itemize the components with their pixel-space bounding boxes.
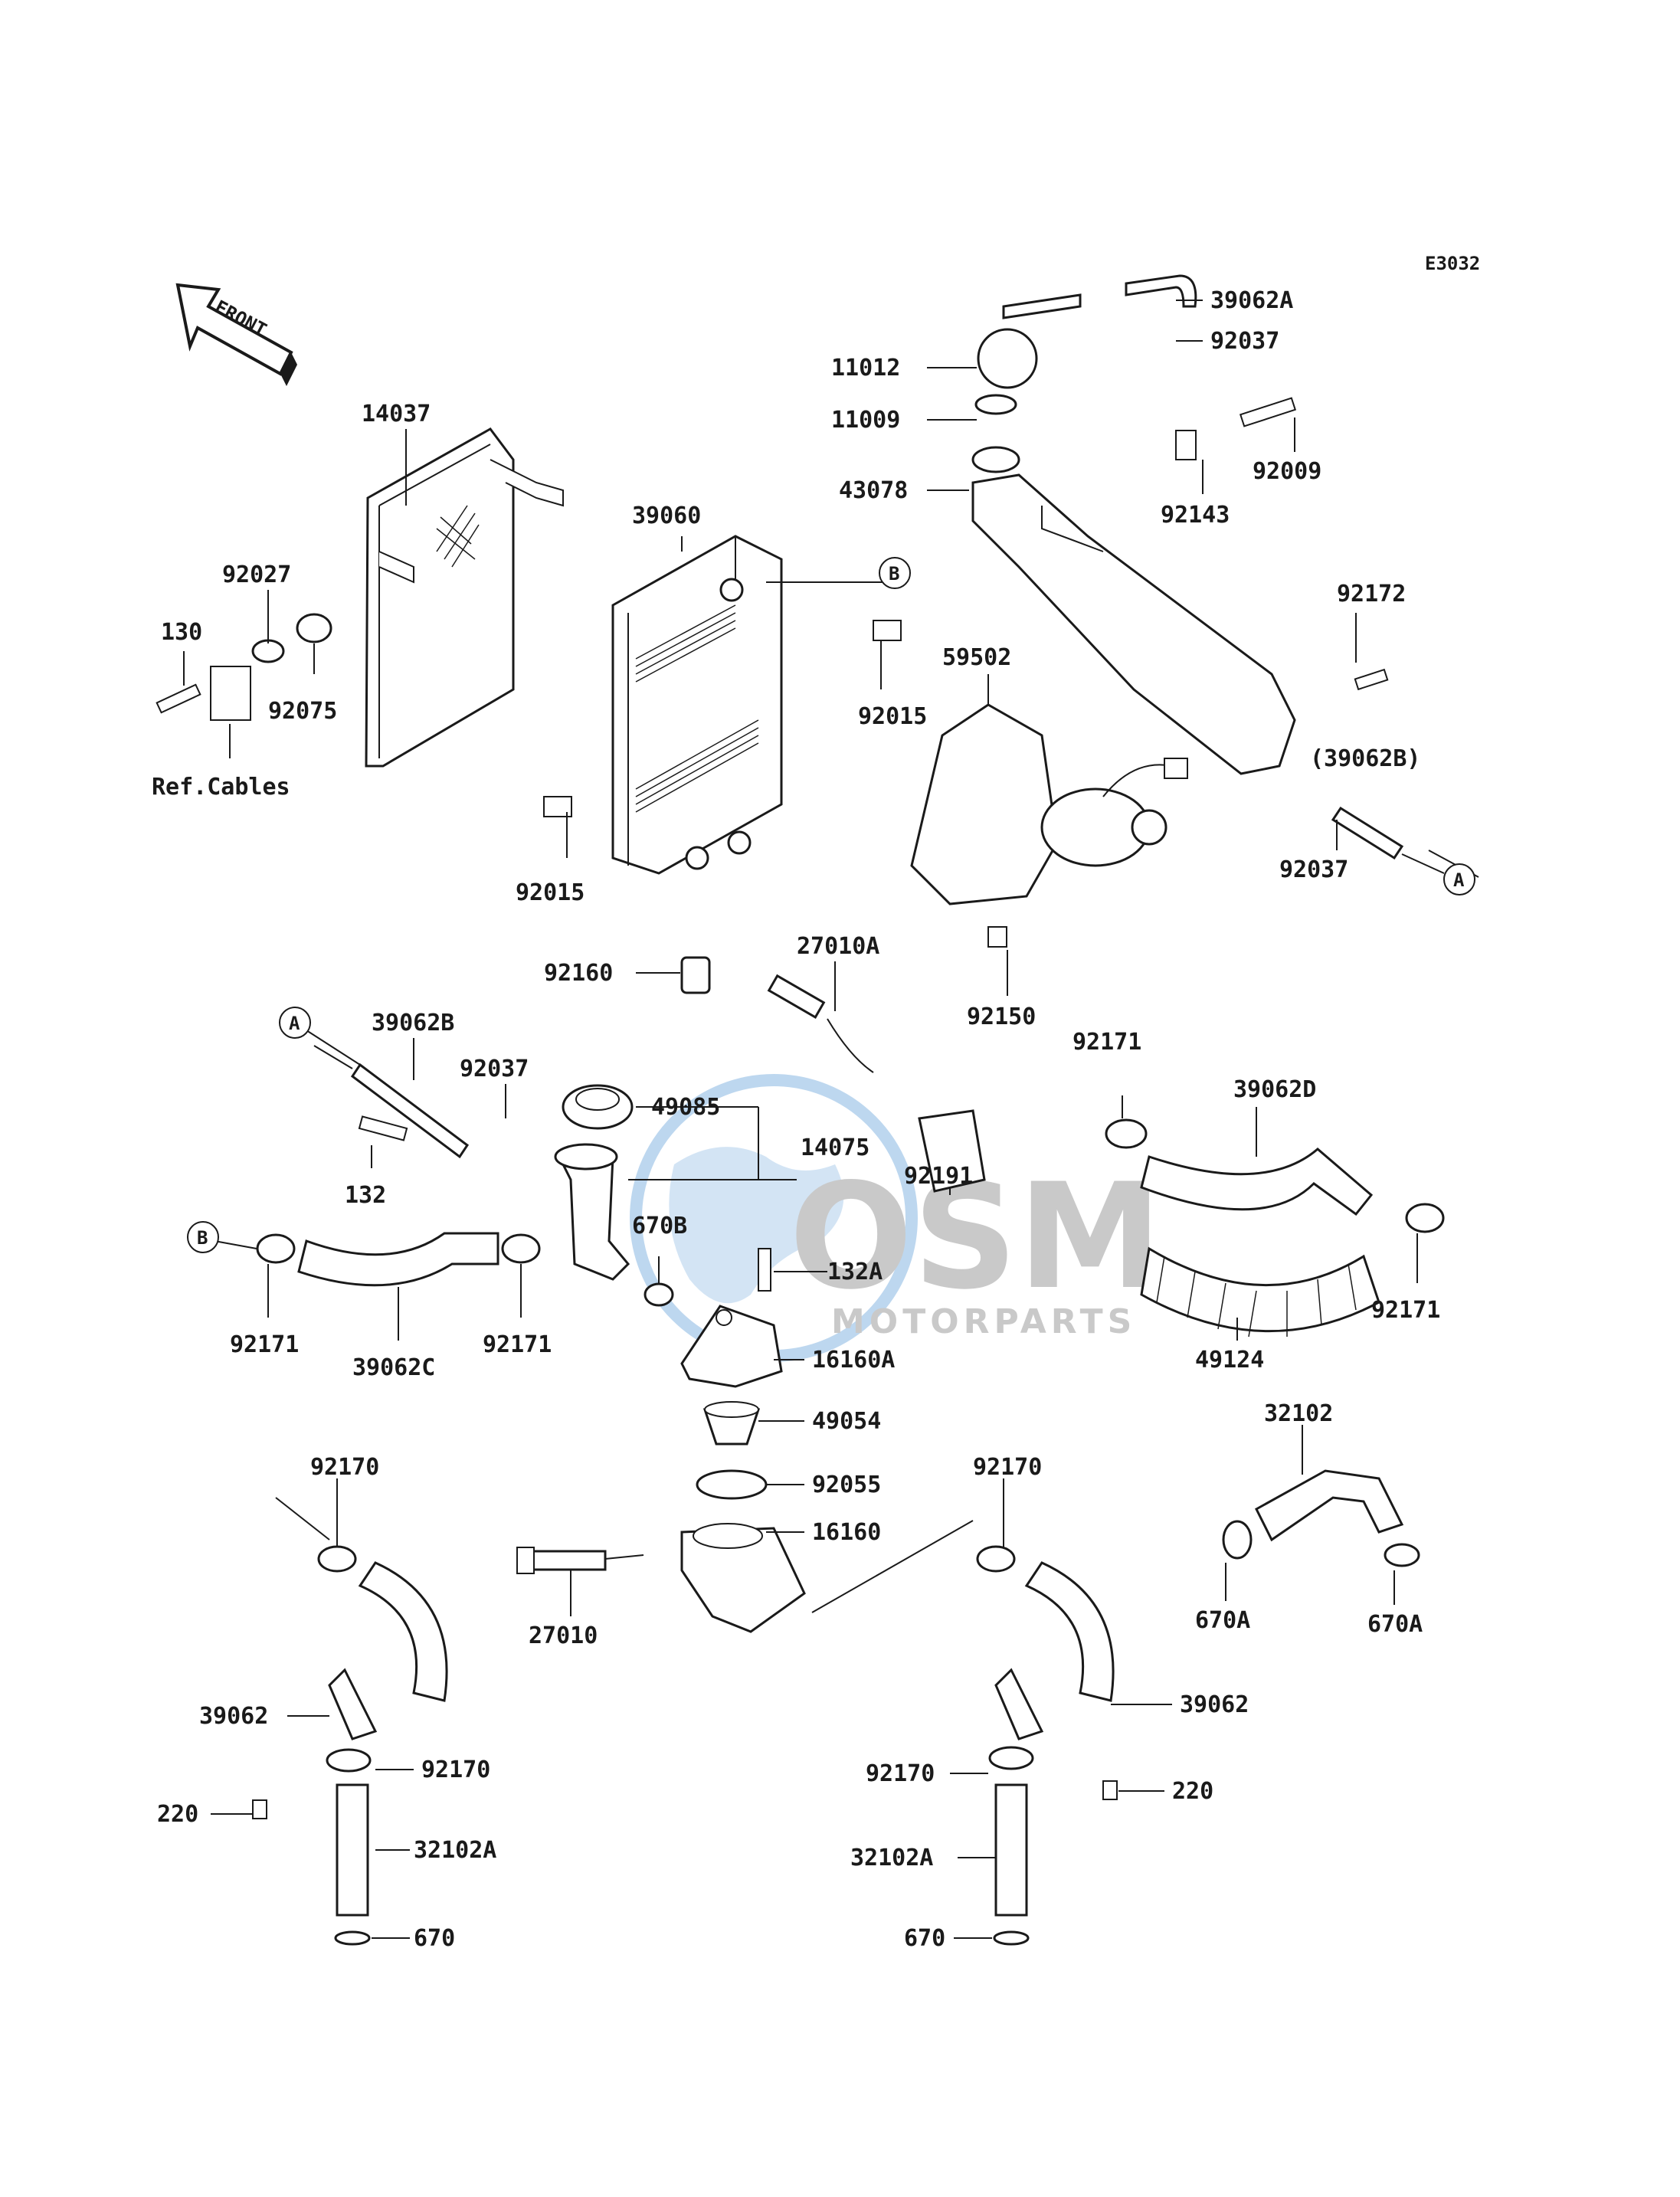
radiator-shroud-14037 [365, 427, 564, 768]
label-43078: 43078 [839, 477, 908, 504]
label-39062-left: 39062 [199, 1703, 268, 1730]
label-92171-top: 92171 [1073, 1029, 1141, 1056]
label-32102A-right: 32102A [850, 1845, 933, 1871]
label-670A-right: 670A [1367, 1611, 1423, 1638]
label-92171-left: 92171 [230, 1331, 299, 1358]
label-32102: 32102 [1264, 1400, 1333, 1427]
reservoir-tank-43078 [971, 446, 1296, 775]
label-14037: 14037 [362, 401, 431, 427]
label-14075: 14075 [801, 1135, 869, 1161]
callout-a-left: A [289, 1013, 300, 1034]
label-39062A: 39062A [1210, 287, 1293, 314]
diagram-code: E3032 [1425, 253, 1480, 274]
pipes-32102A [336, 1783, 1028, 1917]
label-92037-right: 92037 [1279, 856, 1348, 883]
hose-39062-right [994, 1561, 1115, 1740]
callout-a-right: A [1453, 869, 1465, 891]
hose-39062C [297, 1232, 499, 1287]
o-rings-group [334, 1282, 1420, 1946]
label-92150: 92150 [967, 1004, 1036, 1030]
label-92075: 92075 [268, 698, 337, 725]
label-39062B-ref: (39062B) [1310, 745, 1421, 772]
label-92172: 92172 [1337, 581, 1406, 607]
thermostat-49054 [702, 1401, 761, 1446]
hose-49124 [1140, 1246, 1380, 1338]
label-16160A: 16160A [812, 1347, 895, 1374]
label-670B: 670B [632, 1213, 687, 1239]
radiator-39060 [611, 535, 783, 875]
label-92015-right: 92015 [858, 703, 927, 730]
clamps-group [256, 1118, 1445, 1773]
label-92027: 92027 [222, 562, 291, 588]
label-92170-bottom-left: 92170 [421, 1757, 490, 1783]
label-92171-mid: 92171 [483, 1331, 552, 1358]
hose-39062D [1140, 1148, 1374, 1216]
label-670-right: 670 [904, 1925, 945, 1952]
filler-neck-14075 [554, 1143, 630, 1281]
watermark-sub-text: MOTORPARTS [831, 1302, 1136, 1341]
label-130: 130 [161, 619, 202, 646]
water-pump-cover-16160A [680, 1305, 783, 1388]
label-32102A-left: 32102A [414, 1837, 496, 1864]
label-16160: 16160 [812, 1519, 881, 1546]
fasteners-group [156, 328, 1389, 1819]
label-220-right: 220 [1172, 1778, 1213, 1805]
label-92170-top-left: 92170 [310, 1454, 379, 1481]
label-92143: 92143 [1161, 502, 1230, 529]
label-92170-top-right: 92170 [973, 1454, 1042, 1481]
label-39062D: 39062D [1233, 1076, 1316, 1103]
callout-b-left: B [197, 1227, 208, 1249]
label-132A: 132A [827, 1259, 883, 1285]
part-labels: 39062A 92037 11012 11009 92009 43078 921… [152, 287, 1440, 1952]
label-92160: 92160 [544, 960, 613, 987]
label-59502: 59502 [942, 644, 1011, 671]
label-ref-cables: Ref.Cables [152, 774, 290, 801]
label-92055: 92055 [812, 1472, 881, 1498]
label-670-left: 670 [414, 1925, 455, 1952]
label-92170-bottom-right: 92170 [866, 1760, 935, 1787]
label-92009: 92009 [1253, 458, 1321, 485]
label-49085: 49085 [651, 1094, 720, 1121]
label-132: 132 [345, 1182, 386, 1209]
label-670A-left: 670A [1195, 1607, 1250, 1634]
label-39060: 39060 [632, 503, 701, 529]
label-92191: 92191 [904, 1163, 973, 1190]
label-220-left: 220 [157, 1801, 198, 1828]
hose-39062-left [328, 1561, 448, 1740]
label-92171-right: 92171 [1371, 1297, 1440, 1324]
front-direction-arrow: FRONT [175, 283, 297, 386]
cap-92191 [918, 1109, 986, 1193]
pipe-32102 [1255, 1469, 1404, 1542]
label-92015-left: 92015 [516, 879, 585, 906]
grommet-92160 [680, 956, 711, 994]
label-27010: 27010 [529, 1622, 598, 1649]
label-11012: 11012 [831, 355, 900, 381]
label-92037-left: 92037 [460, 1056, 529, 1082]
label-49124: 49124 [1195, 1347, 1264, 1374]
callout-markers: B A A B [187, 557, 1475, 1253]
label-11009: 11009 [831, 407, 900, 434]
label-92037-top: 92037 [1210, 328, 1279, 355]
thermostat-housing-16160 [680, 1523, 806, 1633]
temperature-sensor-27010 [516, 1547, 607, 1574]
radiator-cap-49085 [562, 1084, 634, 1130]
label-39062B: 39062B [372, 1010, 454, 1036]
label-39062-right: 39062 [1180, 1691, 1249, 1718]
hose-39062A-and-39062B-top [1002, 274, 1404, 860]
label-49054: 49054 [812, 1408, 881, 1435]
callout-b-top: B [889, 563, 899, 584]
leader-lines [183, 300, 1479, 1939]
o-ring-92055 [696, 1469, 768, 1500]
label-39062C: 39062C [352, 1354, 435, 1381]
hose-39062B [350, 1062, 470, 1159]
fan-motor-59502 [910, 703, 1188, 905]
fan-switch-27010A [767, 974, 874, 1073]
label-27010A: 27010A [797, 933, 879, 960]
